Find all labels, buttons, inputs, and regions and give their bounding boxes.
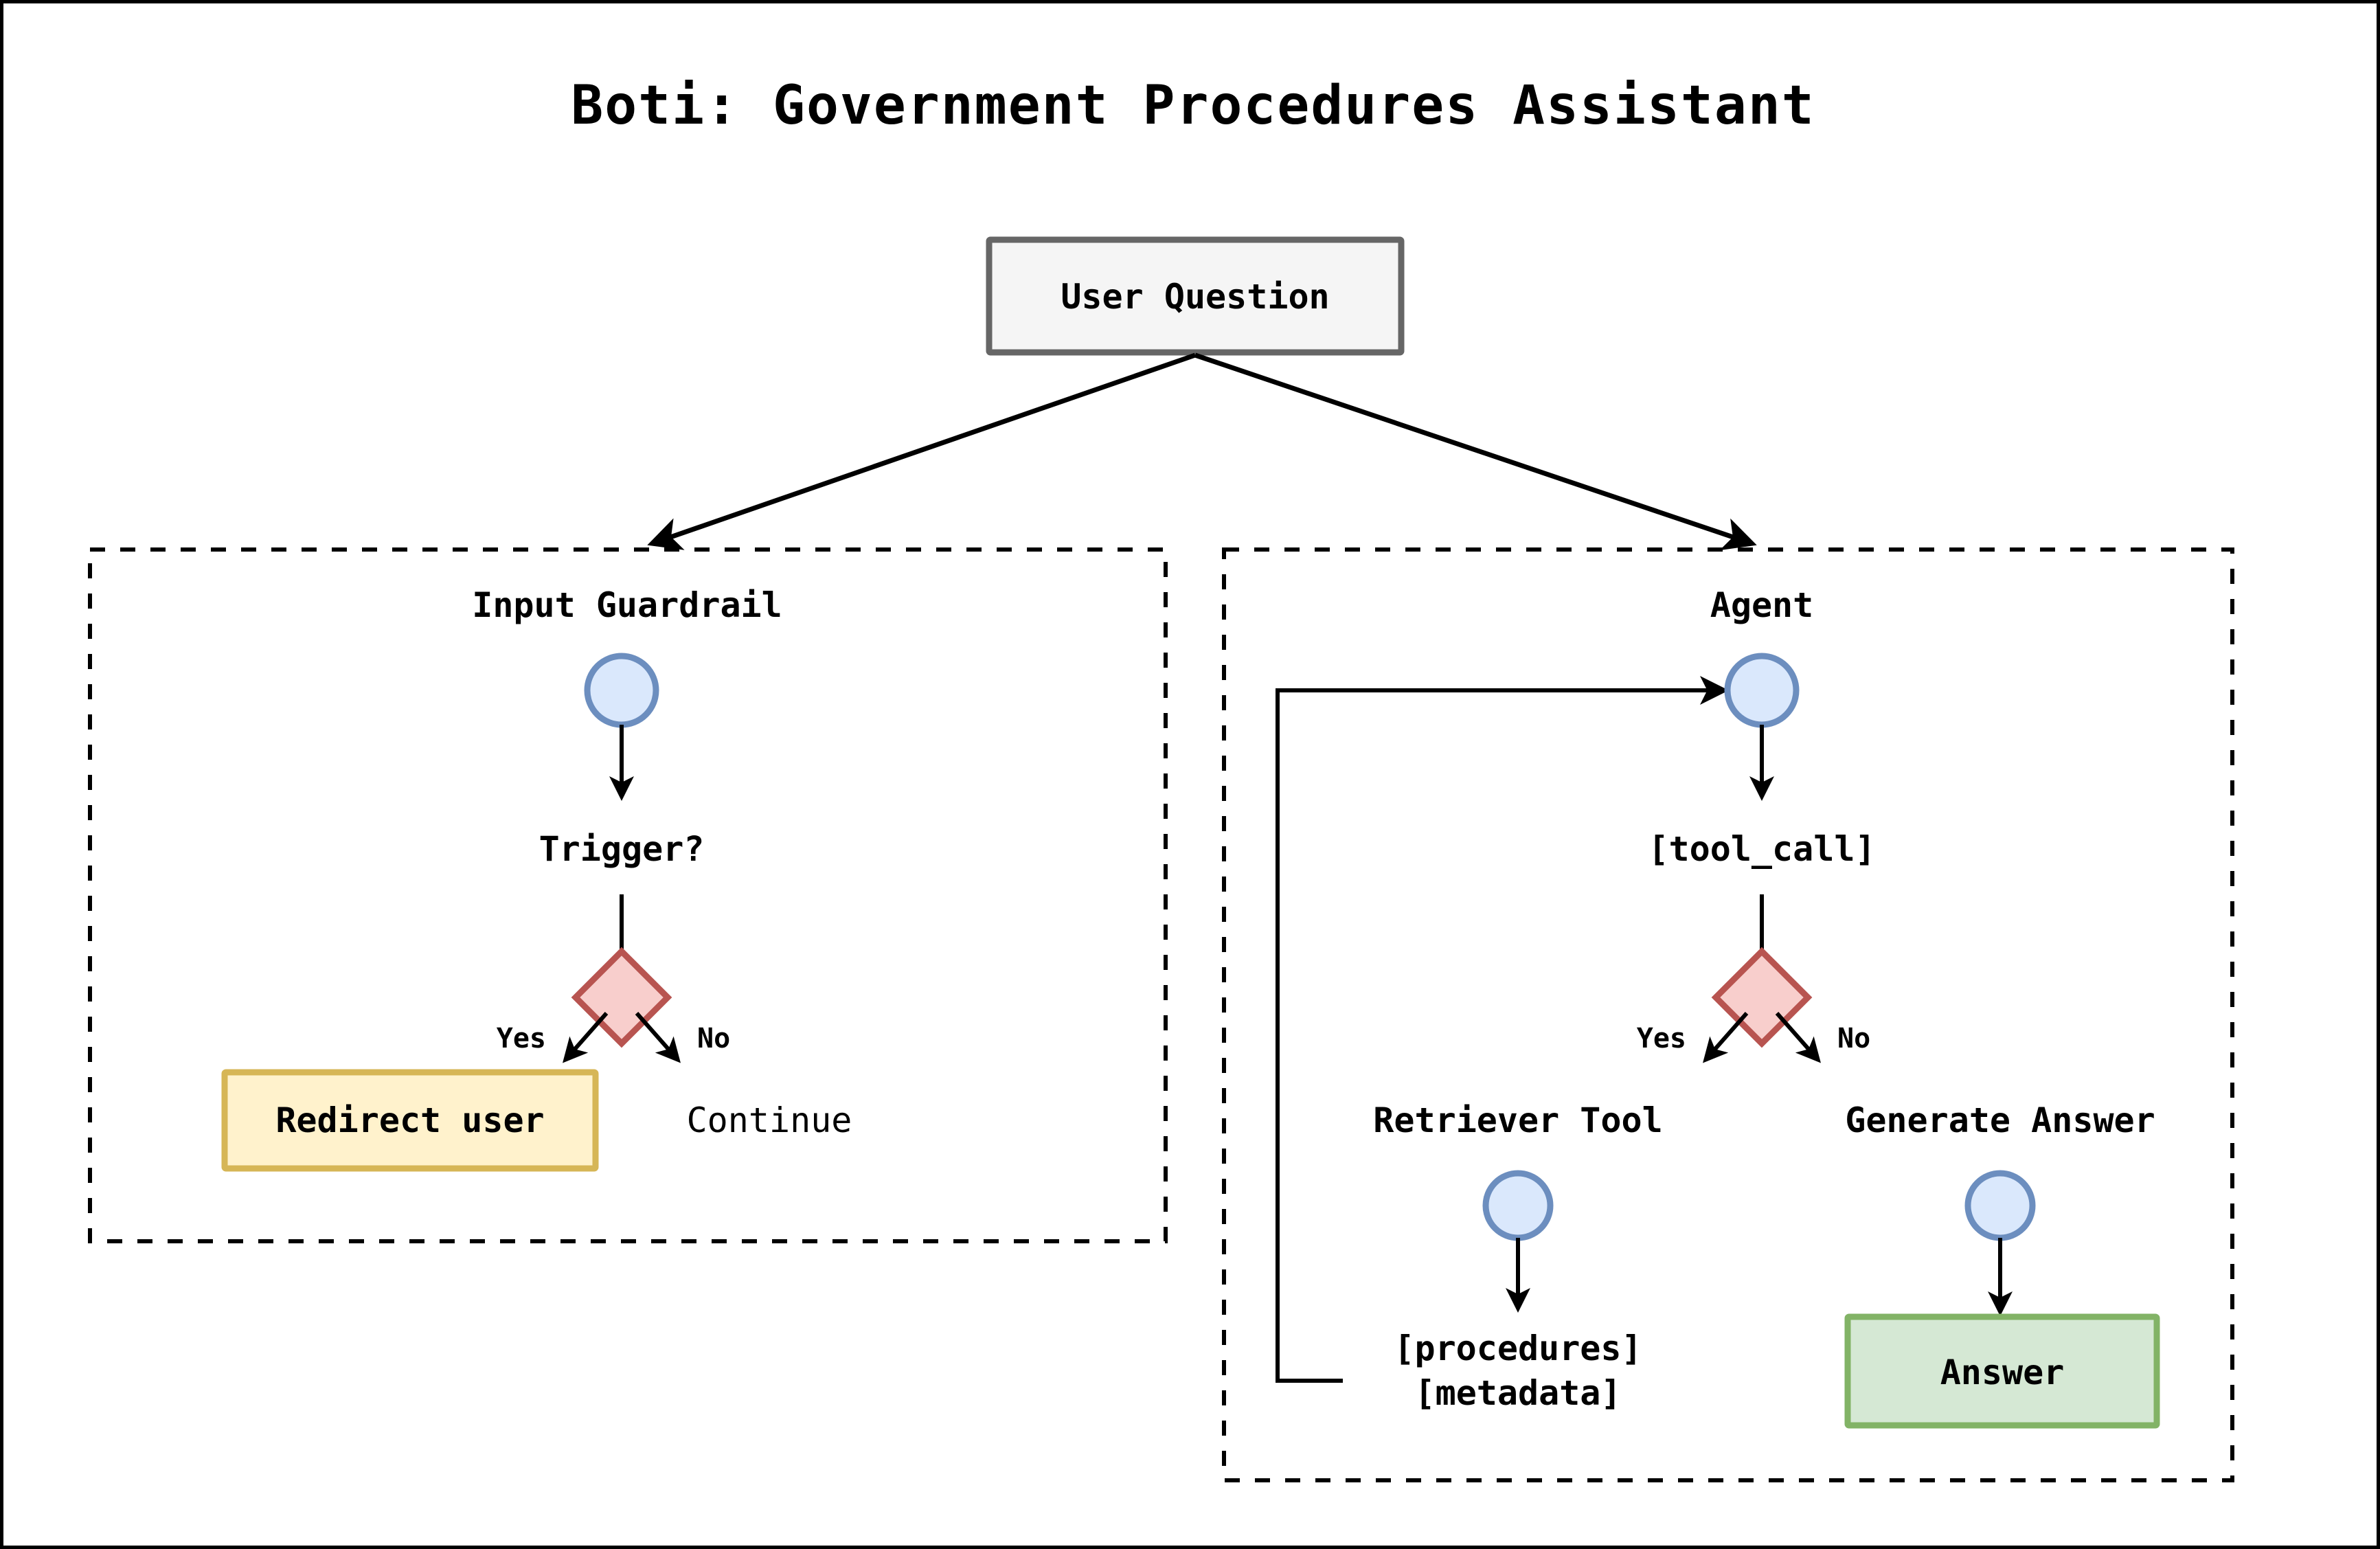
- edge-guardrail-no: [635, 1012, 681, 1063]
- user-question-box[interactable]: [986, 236, 1405, 356]
- agent-yes-label: Yes: [1637, 1023, 1686, 1054]
- guardrail-continue-label: Continue: [687, 1100, 852, 1140]
- input-guardrail-frame: [88, 547, 1168, 1243]
- user-question-label: User Question: [1061, 277, 1329, 317]
- answer-box[interactable]: [1844, 1313, 2160, 1429]
- retriever-tool-title: Retriever Tool: [1373, 1100, 1662, 1140]
- generate-answer-title: Generate Answer: [1845, 1100, 2155, 1140]
- user-question-node[interactable]: User Question: [986, 236, 1405, 356]
- agent-no-label: No: [1837, 1023, 1870, 1054]
- input-guardrail-title: Input Guardrail: [472, 585, 782, 625]
- generate-answer-circle[interactable]: [1964, 1170, 2036, 1241]
- guardrail-start-circle[interactable]: [584, 653, 659, 728]
- agent-decision-label: [tool_call]: [1648, 829, 1875, 869]
- edge-retriever-loop-back-to-agent: [1276, 676, 1729, 1383]
- flowchart-svg: Boti: Government Procedures Assistant Us…: [88, 75, 2234, 1482]
- page-title: Boti: Government Procedures Assistant: [571, 75, 1815, 137]
- edge-guardrail-yes: [563, 1012, 609, 1063]
- redirect-user-node[interactable]: Redirect user: [221, 1069, 599, 1172]
- edge-user-question-to-agent: [1194, 352, 1757, 551]
- retriever-circle[interactable]: [1482, 1170, 1554, 1241]
- guardrail-no-label: No: [697, 1023, 730, 1054]
- edge-agent-yes: [1703, 1012, 1749, 1063]
- agent-title: Agent: [1710, 585, 1814, 625]
- redirect-user-box[interactable]: [221, 1069, 599, 1172]
- edge-user-question-to-guardrail: [647, 352, 1197, 550]
- guardrail-decision-label: Trigger?: [539, 829, 705, 869]
- group-agent: Agent [tool_call] Yes No Retriever Tool: [1222, 547, 2234, 1482]
- agent-start-circle[interactable]: [1724, 653, 1800, 728]
- redirect-user-label: Redirect user: [275, 1100, 544, 1140]
- guardrail-yes-label: Yes: [497, 1023, 546, 1054]
- retriever-output-metadata: [metadata]: [1414, 1373, 1621, 1413]
- retriever-output-procedures: [procedures]: [1394, 1328, 1642, 1368]
- edge-agent-no: [1775, 1012, 1821, 1063]
- answer-label: Answer: [1940, 1353, 2065, 1392]
- group-input-guardrail: Input Guardrail Trigger? Yes No Redirect…: [88, 547, 1168, 1243]
- answer-node[interactable]: Answer: [1844, 1313, 2160, 1429]
